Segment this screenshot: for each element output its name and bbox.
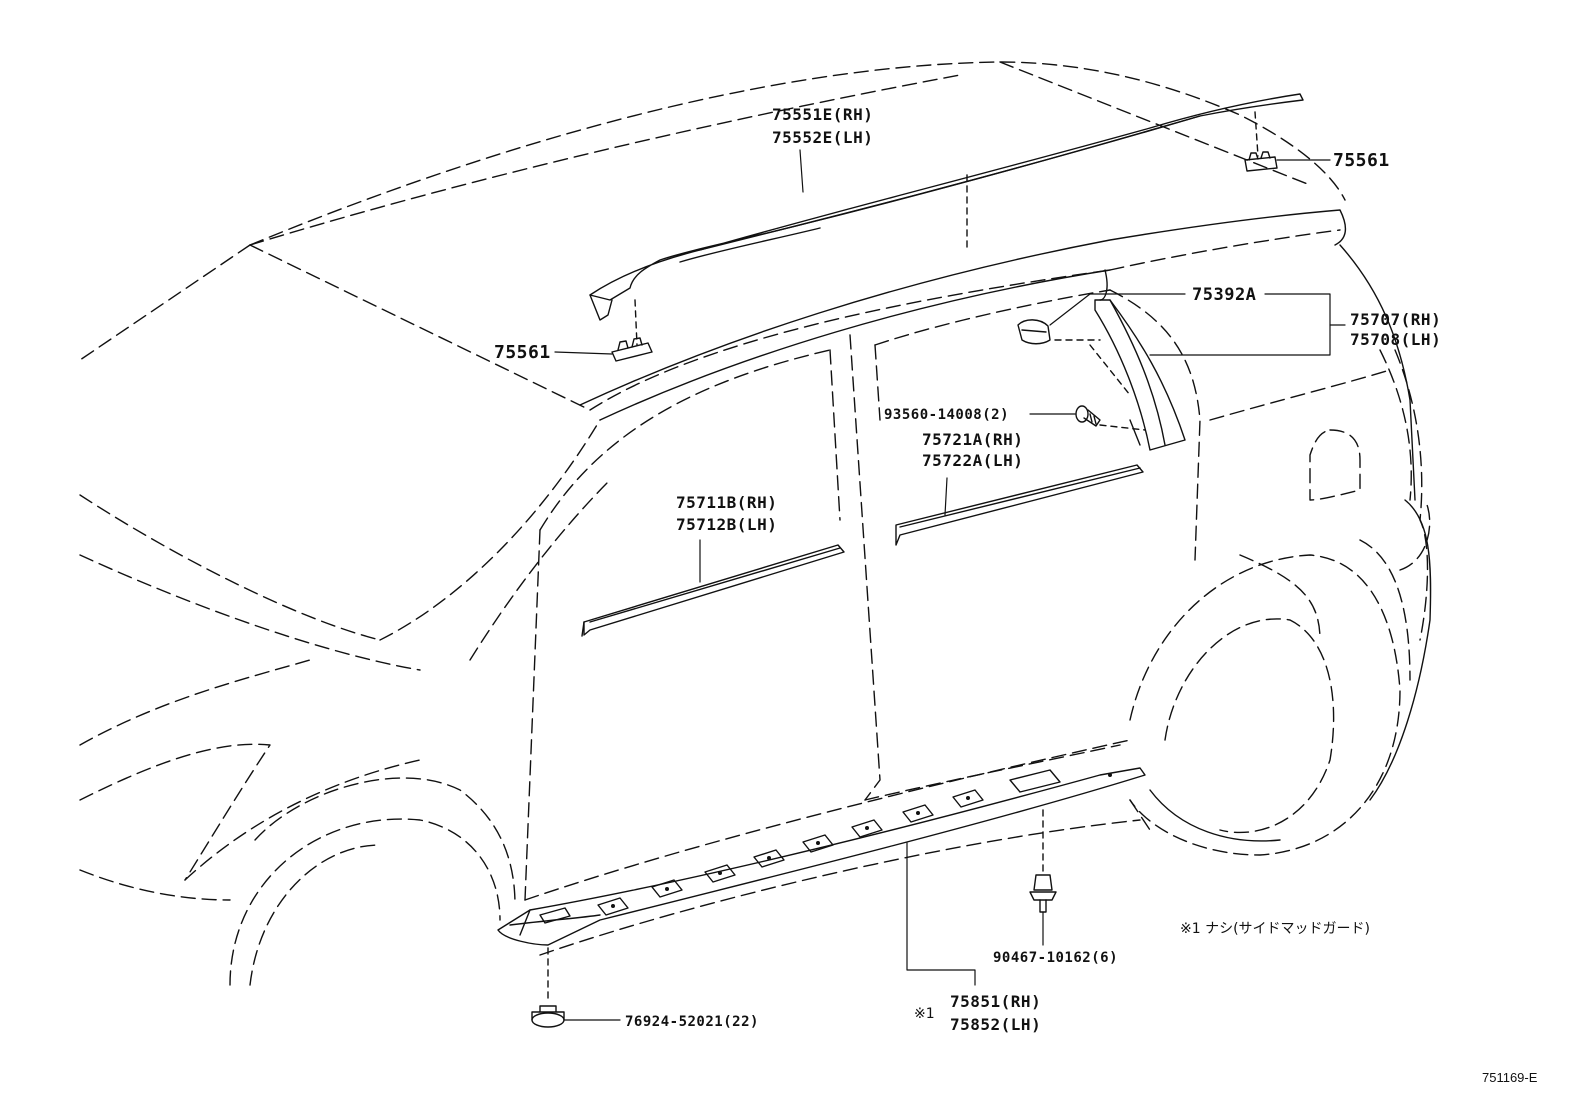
label-rocker-mark: ※1	[914, 1006, 935, 1022]
label-pillar-garnish-lh: 75708(LH)	[1350, 330, 1442, 349]
roof-rail-cover-rear	[1245, 152, 1277, 171]
rocker-panel	[498, 768, 1145, 985]
label-pillar-clip: 75392A	[1192, 285, 1257, 305]
roof-rail-cover-front	[612, 338, 652, 361]
vehicle-body-outline	[80, 62, 1430, 985]
label-roof-rail-rh: 75551E(RH)	[772, 105, 874, 124]
vehicle-body-solid	[580, 210, 1431, 841]
label-front-belt-lh: 75712B(LH)	[676, 515, 778, 534]
label-screw: 93560-14008(2)	[884, 407, 1010, 423]
pillar-garnish	[1055, 300, 1185, 450]
label-rocker-nut: 76924-52021(22)	[625, 1014, 759, 1030]
bottom-clip	[1030, 810, 1056, 945]
rocker-nut	[532, 948, 620, 1027]
label-front-belt-rh: 75711B(RH)	[676, 493, 778, 512]
label-rocker-lh: 75852(LH)	[950, 1015, 1042, 1034]
label-bottom-clip: 90467-10162(6)	[993, 950, 1119, 966]
footnote: ※1 ナシ(サイドマッドガード)	[1180, 921, 1371, 937]
front-belt-moulding	[582, 545, 844, 636]
label-roof-rail-cover-rear: 75561	[1333, 150, 1390, 171]
label-rocker-rh: 75851(RH)	[950, 992, 1042, 1011]
label-rear-belt-lh: 75722A(LH)	[922, 451, 1024, 470]
rear-belt-moulding	[896, 465, 1143, 545]
screw	[1076, 406, 1100, 426]
label-roof-rail-lh: 75552E(LH)	[772, 128, 874, 147]
pillar-clip	[1018, 320, 1050, 344]
roof-rail	[590, 94, 1303, 345]
figure-code: 751169-E	[1482, 1070, 1538, 1085]
label-pillar-garnish-rh: 75707(RH)	[1350, 310, 1442, 329]
label-rear-belt-rh: 75721A(RH)	[922, 430, 1024, 449]
label-roof-rail-cover-front: 75561	[494, 342, 551, 363]
leader-lines	[555, 150, 1345, 582]
